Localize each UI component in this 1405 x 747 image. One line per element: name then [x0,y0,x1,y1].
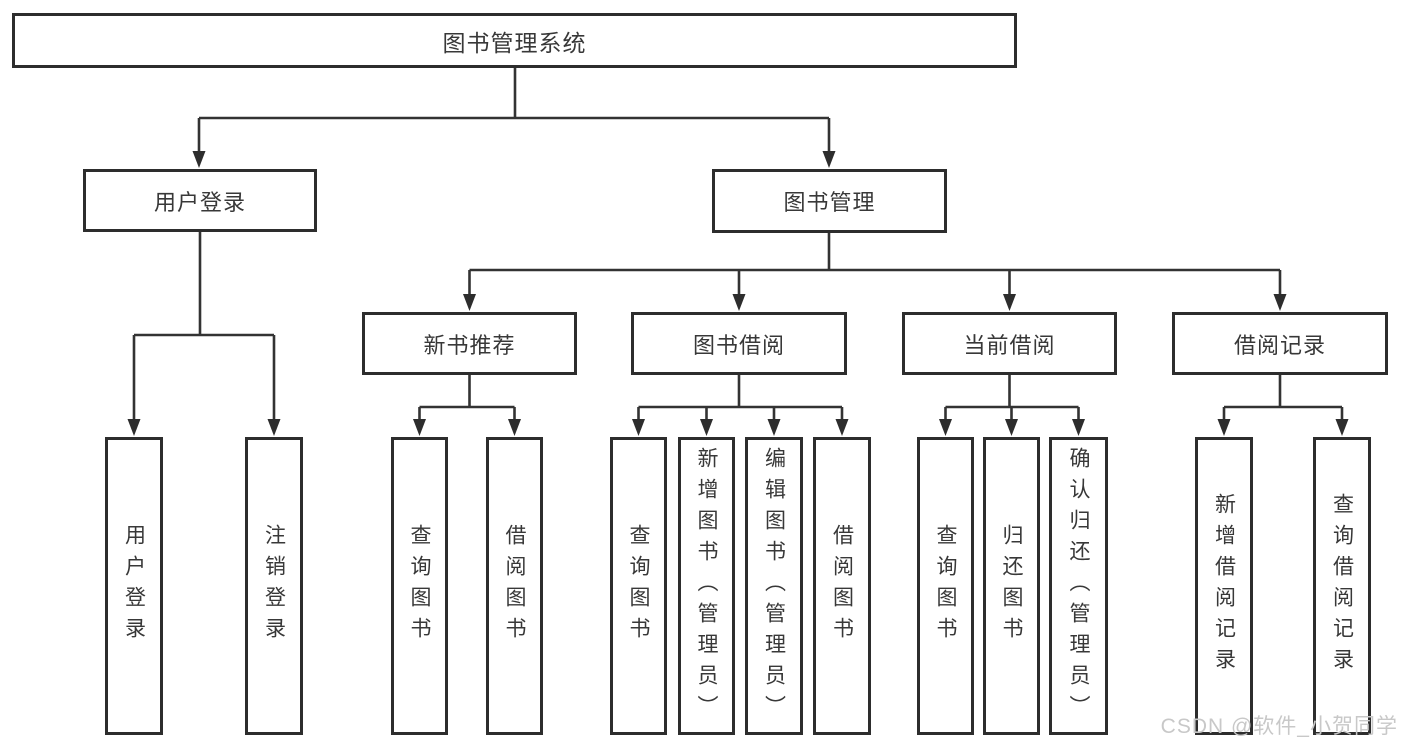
leaf-query-books-current-label: 查询图书 [934,524,957,648]
arrowhead [939,419,952,436]
connector-book-management-group [468,233,1282,294]
leaf-edit-books-admin-label: 编辑图书（管理员） [762,446,786,726]
leaf-borrow-books-recommend-label: 借阅图书 [503,524,526,648]
connector-current-borrow-group [944,375,1080,419]
leaf-confirm-return-admin-label: 确认归还（管理员） [1067,446,1090,726]
leaf-borrow-books-recommend: 借阅图书 [486,437,543,735]
arrowhead [1335,419,1349,436]
node-borrow-record-label: 借阅记录 [1233,332,1326,358]
arrowhead [1273,294,1287,311]
leaf-add-borrow-record-label: 新增借阅记录 [1212,493,1236,679]
node-book-management-label: 图书管理 [783,190,876,215]
leaf-query-books-borrow: 查询图书 [610,437,667,735]
connector-segments [132,68,1344,419]
arrowhead [732,294,746,311]
leaf-borrow-books: 借阅图书 [813,437,871,735]
connector-book-borrow-group [637,375,844,419]
leaf-query-books-current: 查询图书 [917,437,974,735]
arrowhead [463,294,476,311]
node-root-label: 图书管理系统 [442,29,587,56]
arrowhead [1005,419,1018,436]
node-new-book-recommend: 新书推荐 [362,312,577,375]
arrowhead [508,419,521,436]
arrowhead [835,419,849,436]
arrowhead [822,151,836,168]
leaf-query-borrow-record: 查询借阅记录 [1313,437,1371,735]
arrowhead [1003,294,1016,311]
arrowhead [632,419,645,436]
leaf-logout-label: 注销登录 [262,524,286,648]
node-book-borrow: 图书借阅 [631,312,847,375]
leaf-user-login: 用户登录 [105,437,163,735]
leaf-add-borrow-record: 新增借阅记录 [1195,437,1253,735]
node-user-login-label: 用户登录 [153,189,246,215]
leaf-query-books-borrow-label: 查询图书 [627,524,650,648]
leaf-add-books-admin: 新增图书（管理员） [678,437,735,735]
arrowhead [767,419,781,436]
leaf-logout: 注销登录 [245,437,303,735]
connector-user-login-group [132,231,276,419]
arrowhead [700,419,713,436]
leaf-return-books: 归还图书 [983,437,1040,735]
leaf-query-books-recommend-label: 查询图书 [408,524,431,648]
node-new-book-recommend-label: 新书推荐 [423,332,516,358]
leaf-add-books-admin-label: 新增图书（管理员） [695,446,718,726]
leaf-query-borrow-record-label: 查询借阅记录 [1330,493,1354,679]
leaf-return-books-label: 归还图书 [1000,524,1023,648]
leaf-edit-books-admin: 编辑图书（管理员） [745,437,803,735]
node-current-borrow-label: 当前借阅 [963,332,1056,358]
leaf-borrow-books-label: 借阅图书 [830,524,854,648]
arrowhead [267,419,281,436]
arrowheads [127,151,1349,436]
connector-borrow-record-group [1222,375,1344,419]
arrowhead [1072,419,1085,436]
node-book-borrow-label: 图书借阅 [692,332,785,358]
node-borrow-record: 借阅记录 [1172,312,1388,375]
arrowhead [1217,419,1231,436]
leaf-user-login-label: 用户登录 [122,524,146,648]
arrowhead [413,419,426,436]
node-current-borrow: 当前借阅 [902,312,1117,375]
node-book-management: 图书管理 [712,169,947,233]
leaf-query-books-recommend: 查询图书 [391,437,448,735]
connector-new-book-group [418,375,516,419]
leaf-confirm-return-admin: 确认归还（管理员） [1049,437,1108,735]
arrowhead [127,419,141,436]
arrowhead [192,151,206,168]
connector-root [197,68,831,151]
node-user-login: 用户登录 [83,169,317,232]
node-root: 图书管理系统 [12,13,1017,68]
